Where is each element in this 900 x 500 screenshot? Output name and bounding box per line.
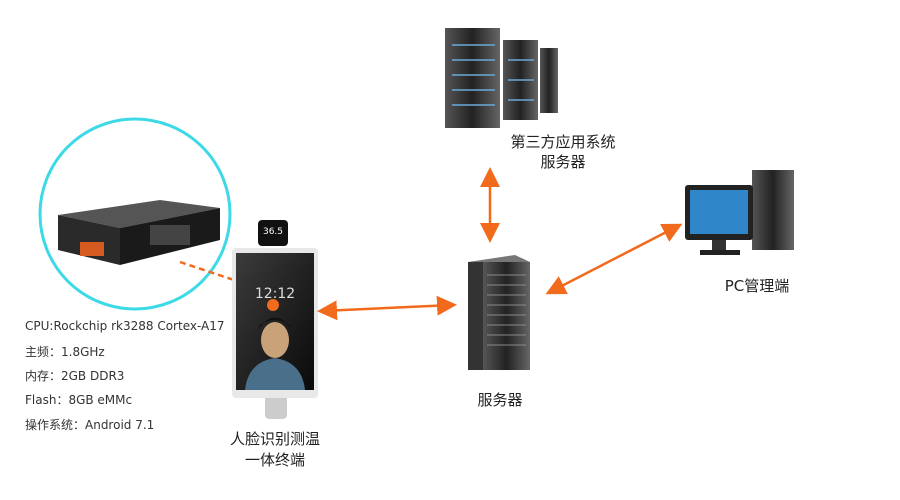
spec-frequency: 主频：1.8GHz <box>25 345 105 359</box>
face-terminal-icon <box>232 220 318 419</box>
terminal-label-line2: 一体终端 <box>244 451 305 469</box>
spec-flash: Flash：8GB eMMc <box>25 393 133 407</box>
spec-memory: 内存：2GB DDR3 <box>25 369 125 383</box>
server-icon <box>468 255 530 370</box>
terminal-clock: 12:12 <box>254 286 296 302</box>
pc-icon <box>685 170 794 255</box>
third-party-label-line1: 第三方应用系统 <box>510 133 616 151</box>
third-party-label-line2: 服务器 <box>540 153 586 171</box>
server-label: 服务器 <box>477 391 523 409</box>
spec-os: 操作系统：Android 7.1 <box>25 418 155 432</box>
dashed-connector <box>179 260 271 294</box>
third-party-servers-icon <box>445 28 558 128</box>
pc-label: PC管理端 <box>724 277 790 295</box>
temperature-readout: 36.5 <box>262 227 284 237</box>
arrow-terminal-server <box>317 295 457 321</box>
arrow-server-pc <box>545 223 683 295</box>
spec-cpu: CPU:Rockchip rk3288 Cortex-A17 <box>25 319 225 333</box>
terminal-label-line1: 人脸识别测温 <box>229 430 320 448</box>
embedded-board-icon <box>38 117 232 311</box>
